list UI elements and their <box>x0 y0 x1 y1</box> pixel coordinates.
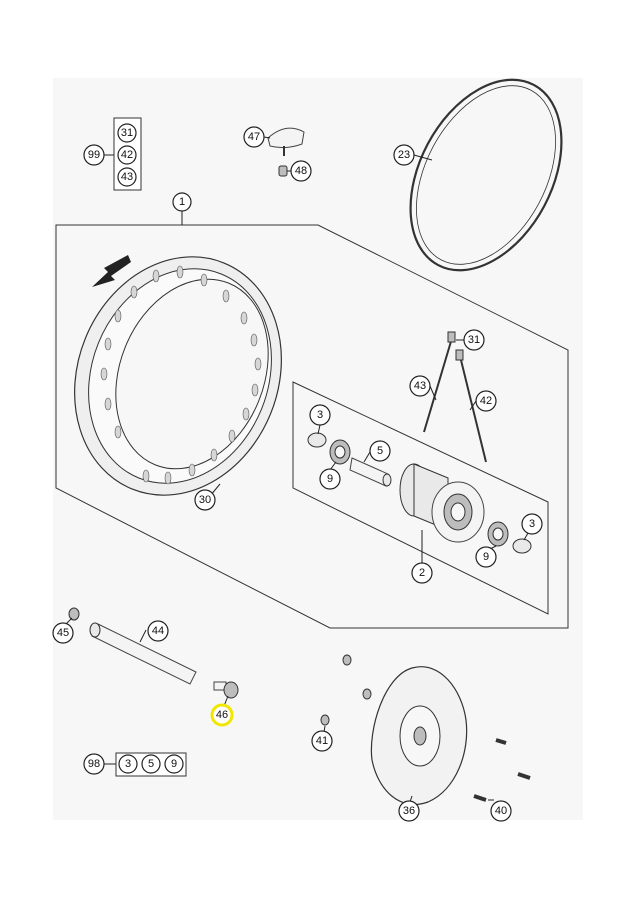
disc-nut <box>342 654 352 666</box>
callout-42-label: 42 <box>480 395 492 407</box>
callout-1-label: 1 <box>179 196 185 208</box>
disc-nut <box>362 688 372 700</box>
callout-44: 44 <box>147 620 169 642</box>
wheel-rim <box>74 256 282 496</box>
callout-98-label: 98 <box>88 758 100 770</box>
callout-5-label: 5 <box>148 758 154 770</box>
callout-36: 36 <box>398 800 420 822</box>
callout-30-label: 30 <box>199 494 211 506</box>
callout-9: 9 <box>319 468 341 490</box>
callout-31-label: 31 <box>468 334 480 346</box>
spoke-nipple <box>447 331 456 343</box>
spoke-nipple <box>455 349 464 361</box>
callout-41-label: 41 <box>316 735 328 747</box>
callout-1: 1 <box>172 192 192 212</box>
disc-screw <box>517 772 531 780</box>
callout-46-label: 46 <box>216 709 228 721</box>
tyre <box>409 78 563 272</box>
wheel-assembly-frame <box>55 224 569 629</box>
callout-46: 46 <box>210 703 234 727</box>
callout-31-label: 31 <box>121 127 133 139</box>
callout-30: 30 <box>194 489 216 511</box>
callout-43-label: 43 <box>121 171 133 183</box>
callout-45-label: 45 <box>57 627 69 639</box>
bearing-seal-right <box>512 538 532 554</box>
callout-31: 31 <box>463 329 485 351</box>
callout-99: 99 <box>83 144 105 166</box>
callout-47: 47 <box>243 126 265 148</box>
callout-48: 48 <box>290 160 312 182</box>
spoke-42 <box>459 355 487 463</box>
axle-nut <box>68 607 80 621</box>
brake-disc <box>370 666 468 805</box>
disc-nut <box>320 714 330 726</box>
callout-42-label: 42 <box>121 149 133 161</box>
bearing-right <box>487 521 509 547</box>
wheel-hub <box>399 463 485 543</box>
callout-23-label: 23 <box>398 149 410 161</box>
callout-47-label: 47 <box>248 131 260 143</box>
spacer-sleeve <box>349 457 392 487</box>
callout-36-label: 36 <box>403 805 415 817</box>
axle-bolt <box>213 681 239 699</box>
valve-cap <box>267 127 305 156</box>
callout-3: 3 <box>118 754 138 774</box>
callout-45: 45 <box>52 622 74 644</box>
callout-98: 98 <box>83 753 105 775</box>
callout-3-label: 3 <box>529 518 535 530</box>
rotation-direction-arrow <box>92 255 131 287</box>
callout-9: 9 <box>164 754 184 774</box>
callout-99-label: 99 <box>88 149 100 161</box>
wheel-axle <box>89 622 197 685</box>
callout-9-label: 9 <box>483 551 489 563</box>
callout-42: 42 <box>117 145 137 165</box>
callout-3: 3 <box>309 404 331 426</box>
callout-5: 5 <box>141 754 161 774</box>
callout-2-label: 2 <box>419 567 425 579</box>
callout-41: 41 <box>311 730 333 752</box>
hub-assembly-frame <box>292 381 549 615</box>
valve-nut <box>278 165 288 177</box>
callout-43-label: 43 <box>414 380 426 392</box>
spoke-43 <box>423 337 453 433</box>
callout-5: 5 <box>369 440 391 462</box>
callout-3: 3 <box>521 513 543 535</box>
callout-43: 43 <box>409 375 431 397</box>
bearing-left <box>329 439 351 465</box>
callout-40-label: 40 <box>495 805 507 817</box>
disc-screw <box>495 738 507 745</box>
callout-5-label: 5 <box>377 445 383 457</box>
callout-31: 31 <box>117 123 137 143</box>
callout-9: 9 <box>475 546 497 568</box>
callout-48-label: 48 <box>295 165 307 177</box>
callout-40: 40 <box>490 800 512 822</box>
callout-44-label: 44 <box>152 625 164 637</box>
callout-43: 43 <box>117 167 137 187</box>
disc-screw <box>473 794 487 802</box>
callout-9-label: 9 <box>327 473 333 485</box>
callout-23: 23 <box>393 144 415 166</box>
callout-2: 2 <box>411 562 433 584</box>
callout-9-label: 9 <box>171 758 177 770</box>
callout-42: 42 <box>475 390 497 412</box>
callout-3-label: 3 <box>317 409 323 421</box>
bearing-seal-left <box>307 432 327 448</box>
callout-3-label: 3 <box>125 758 131 770</box>
